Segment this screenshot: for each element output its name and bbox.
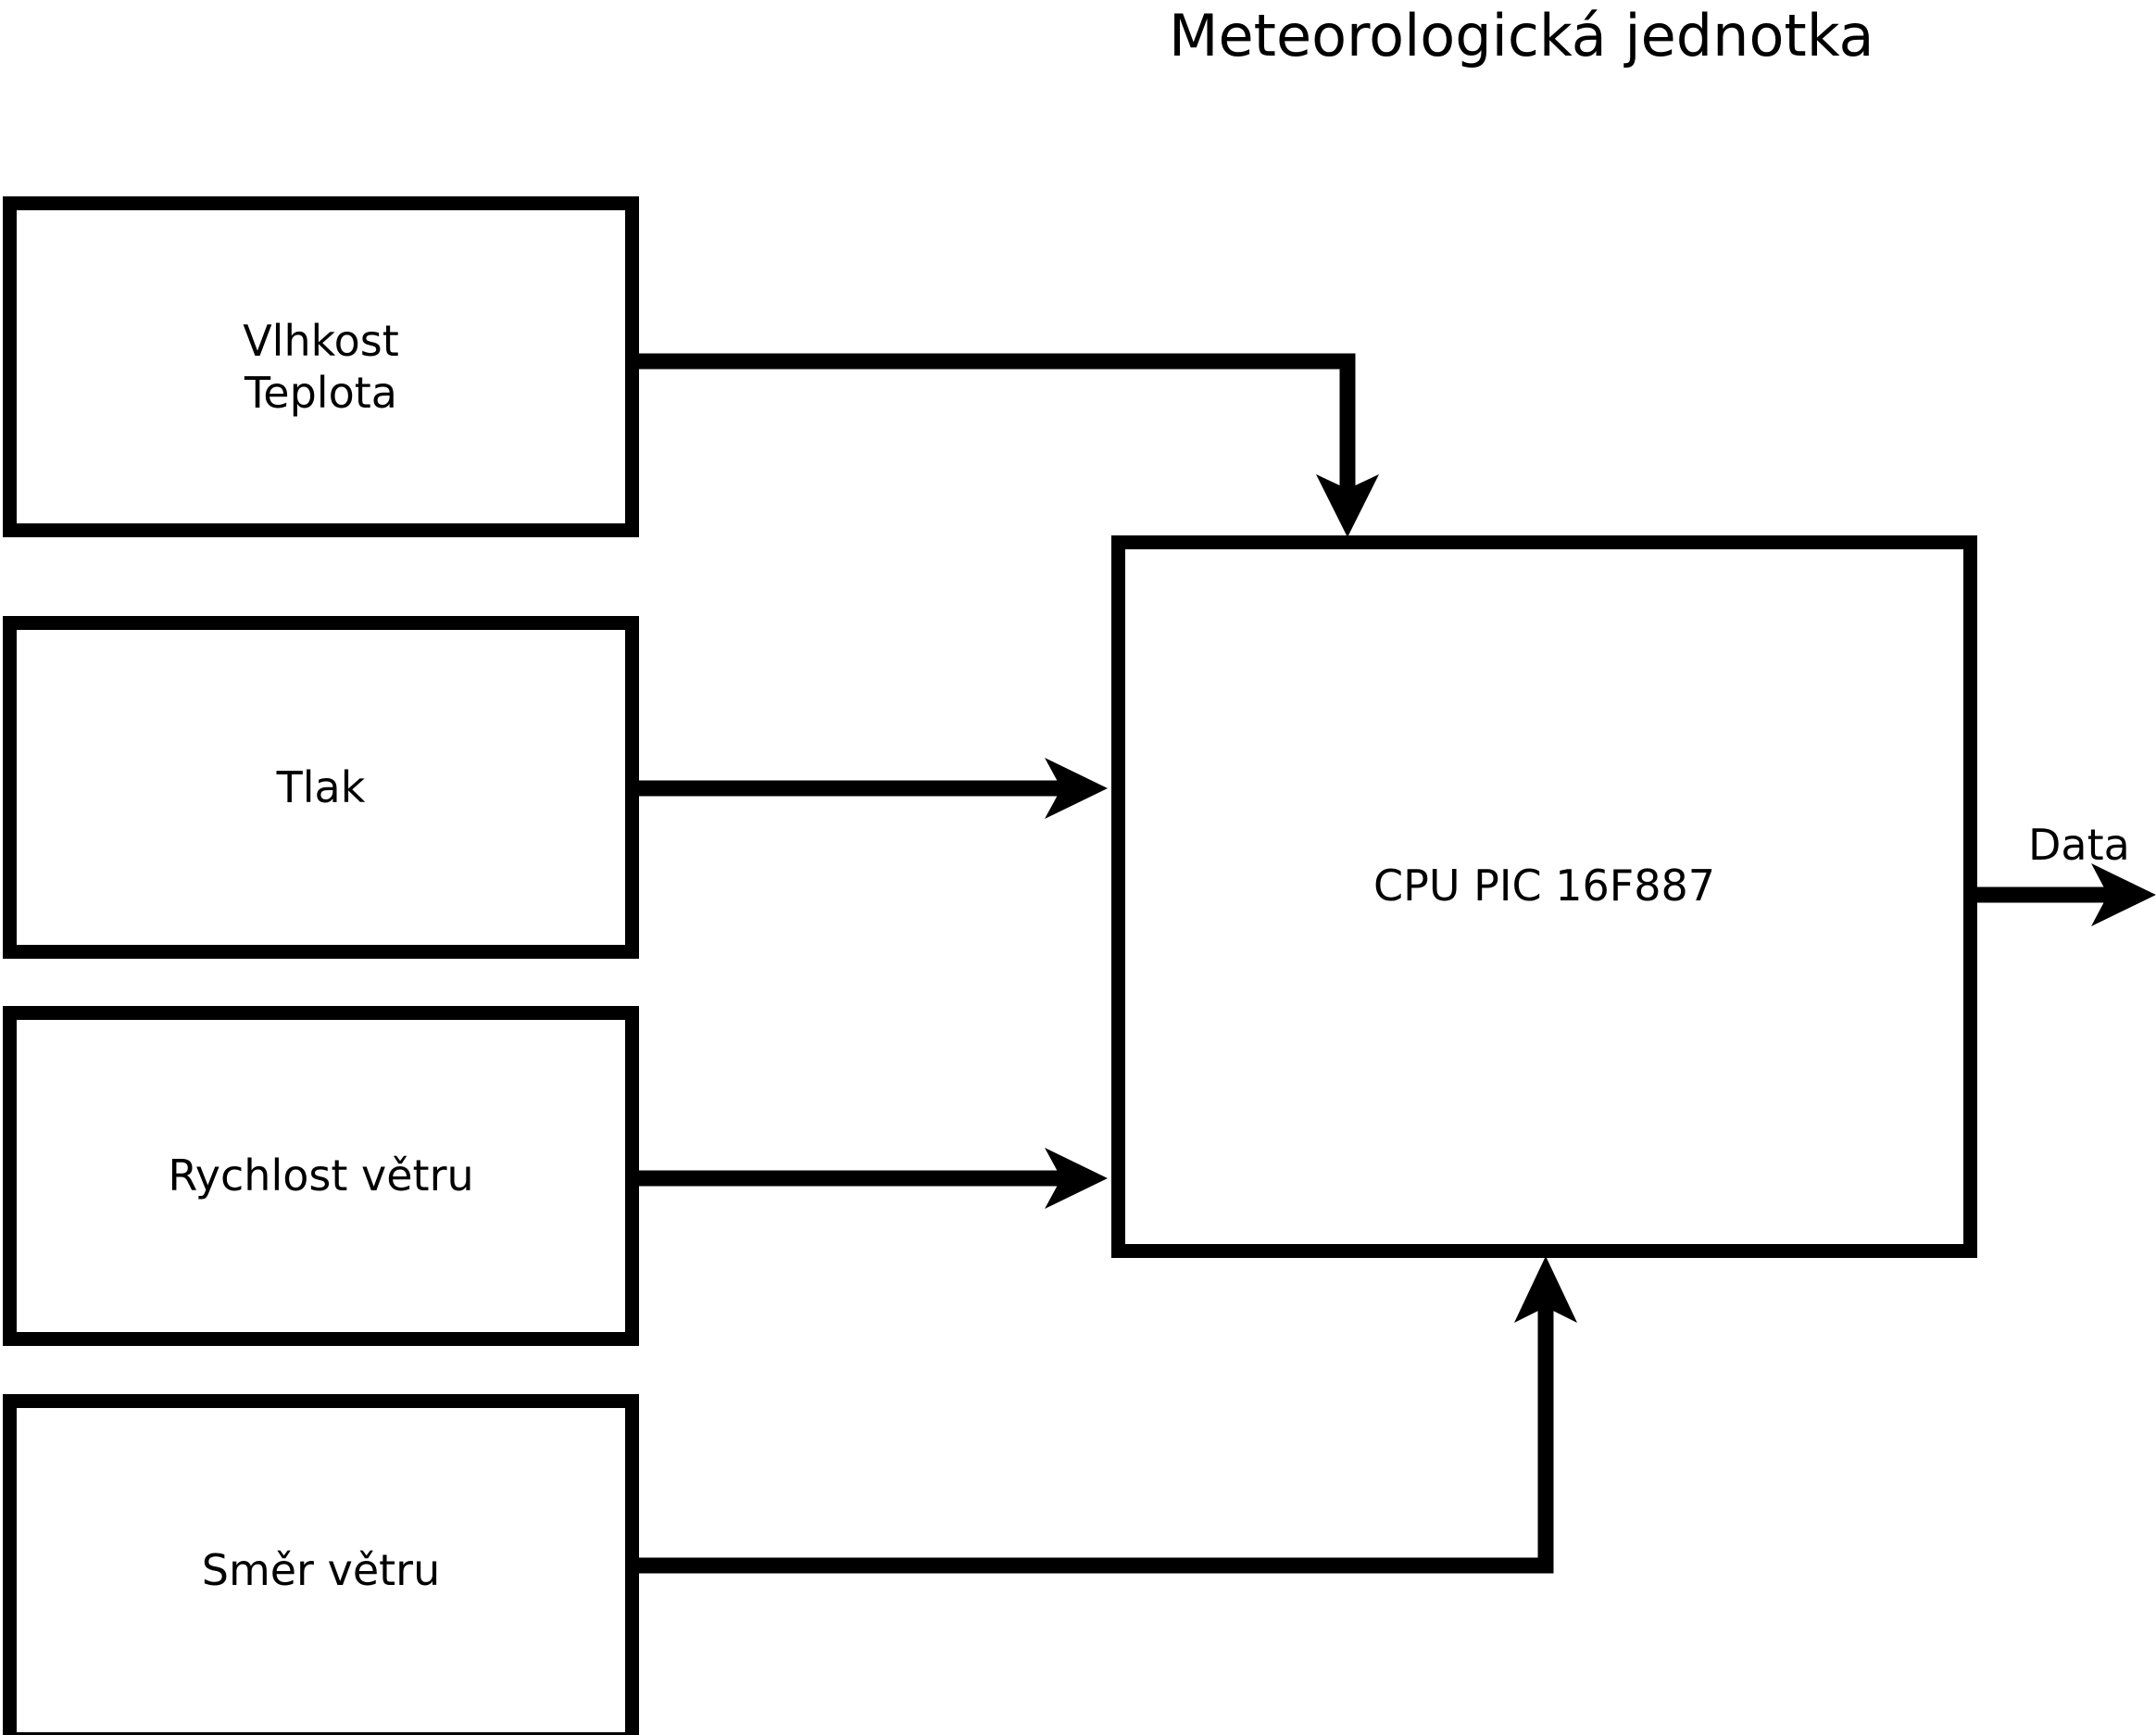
node-wind-direction[interactable]: Směr větru — [3, 1394, 639, 1735]
node-label-wind-speed: Rychlost větru — [168, 1150, 474, 1201]
node-label-cpu: CPU PIC 16F887 — [1373, 861, 1715, 911]
node-humidity-temperature[interactable]: Vlhkost Teplota — [3, 196, 639, 537]
page-title: Meteorologická jednotka — [1169, 2, 1874, 69]
edge-pressure-to-cpu — [639, 758, 1108, 819]
node-pressure[interactable]: Tlak — [3, 616, 639, 959]
edge-humidity-to-cpu — [639, 353, 1379, 537]
edge-windspeed-to-cpu — [639, 1148, 1108, 1209]
node-wind-speed[interactable]: Rychlost větru — [3, 1006, 639, 1346]
edge-cpu-to-output — [1977, 863, 2156, 926]
edge-label-data: Data — [2028, 820, 2130, 870]
node-label-pressure: Tlak — [276, 761, 366, 812]
node-cpu[interactable]: CPU PIC 16F887 — [1111, 535, 1977, 1258]
edge-winddir-to-cpu — [639, 1256, 1577, 1574]
node-label-humidity-temperature: Vlhkost Teplota — [243, 315, 399, 418]
node-label-wind-direction: Směr větru — [201, 1544, 441, 1595]
